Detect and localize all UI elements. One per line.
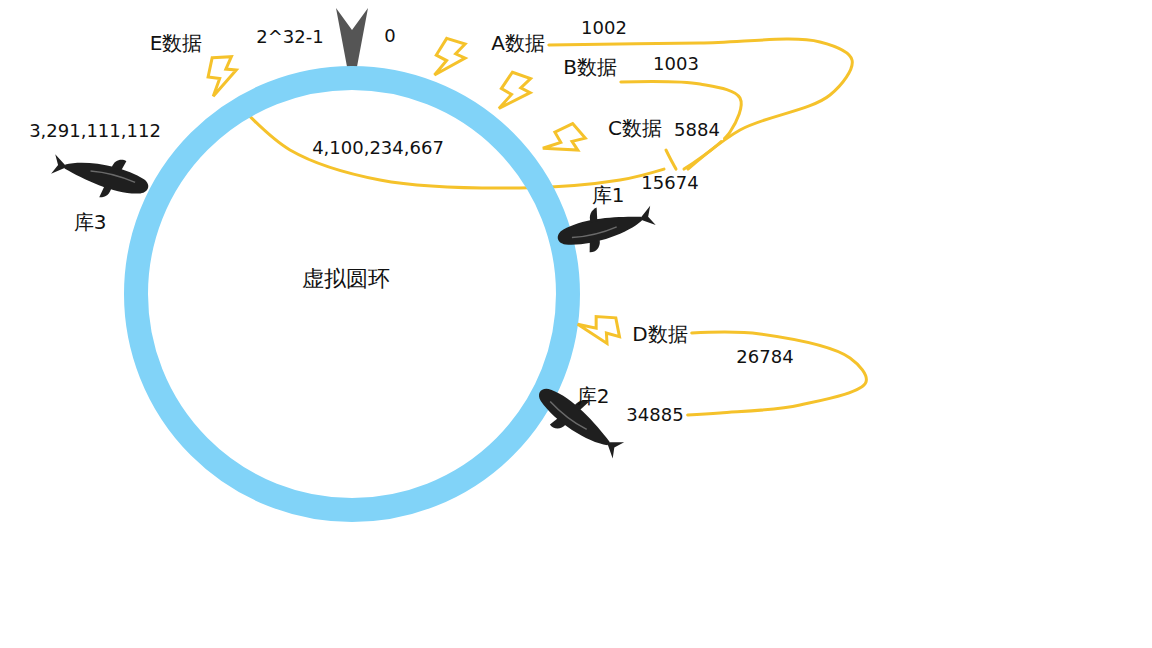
- data-bolt: [200, 53, 244, 97]
- ring-bound: 0: [384, 26, 395, 46]
- hash-value: 1003: [650, 54, 702, 74]
- node-label: 15674: [641, 173, 698, 193]
- ring-band: [136, 78, 568, 510]
- node-label: 库1: [592, 184, 625, 206]
- mapping-curve: [549, 39, 852, 169]
- ring-node: 虚拟圆环: [120, 62, 584, 526]
- data-node: E数据: [146, 28, 248, 101]
- hash-value: 4,100,234,667: [309, 138, 447, 158]
- data-node: C数据: [539, 113, 666, 168]
- fish-tail: [637, 206, 656, 229]
- hash-value: 5884: [671, 120, 723, 140]
- data-bolt: [543, 120, 587, 164]
- database-node: 库2 34885: [516, 361, 688, 479]
- node-label: 库2: [577, 385, 610, 407]
- hash-value: 26784: [733, 347, 796, 367]
- fish-body: [555, 206, 644, 252]
- bolt-shape: [433, 37, 467, 79]
- data-bolt: [428, 36, 472, 80]
- node-label: 34885: [626, 405, 683, 425]
- fish-highlight: [90, 170, 136, 183]
- fish-fin: [587, 239, 602, 253]
- bolt-shape: [542, 118, 589, 166]
- fish-body: [533, 384, 616, 452]
- data-bolt: [578, 308, 622, 352]
- database-node: 3,291,111,112 库3: [25, 116, 165, 237]
- node-label: 3,291,111,112: [29, 121, 161, 141]
- bolt-shape: [498, 71, 533, 113]
- hash-value: 1002: [578, 18, 630, 38]
- fish-tail: [51, 154, 69, 176]
- node-label: D数据: [632, 323, 687, 345]
- mapping-curve: [666, 150, 676, 169]
- bolt-shape: [577, 310, 623, 350]
- data-node: B数据: [489, 52, 621, 118]
- node-label: A数据: [491, 32, 545, 54]
- mapping-curve: [688, 332, 867, 415]
- database-fish: [520, 365, 630, 475]
- bolt-shape: [204, 53, 240, 96]
- node-label: 库3: [74, 211, 107, 233]
- node-label: B数据: [563, 56, 617, 78]
- fish-highlight: [572, 225, 617, 241]
- fish-fin: [550, 416, 567, 432]
- ring-bound: 2^32-1: [256, 27, 323, 47]
- fish-fin: [587, 208, 600, 223]
- database-node: 库1 15674: [543, 169, 703, 289]
- fish-fin: [112, 158, 127, 171]
- node-label: 虚拟圆环: [302, 267, 390, 291]
- node-label: C数据: [608, 117, 662, 139]
- fish-tail: [601, 434, 624, 458]
- data-node: D数据: [574, 304, 692, 356]
- hash-ring: [124, 66, 580, 522]
- data-bolt: [493, 70, 537, 114]
- data-node: A数据: [424, 28, 549, 84]
- fish-fin: [99, 185, 111, 200]
- node-label: E数据: [150, 32, 203, 54]
